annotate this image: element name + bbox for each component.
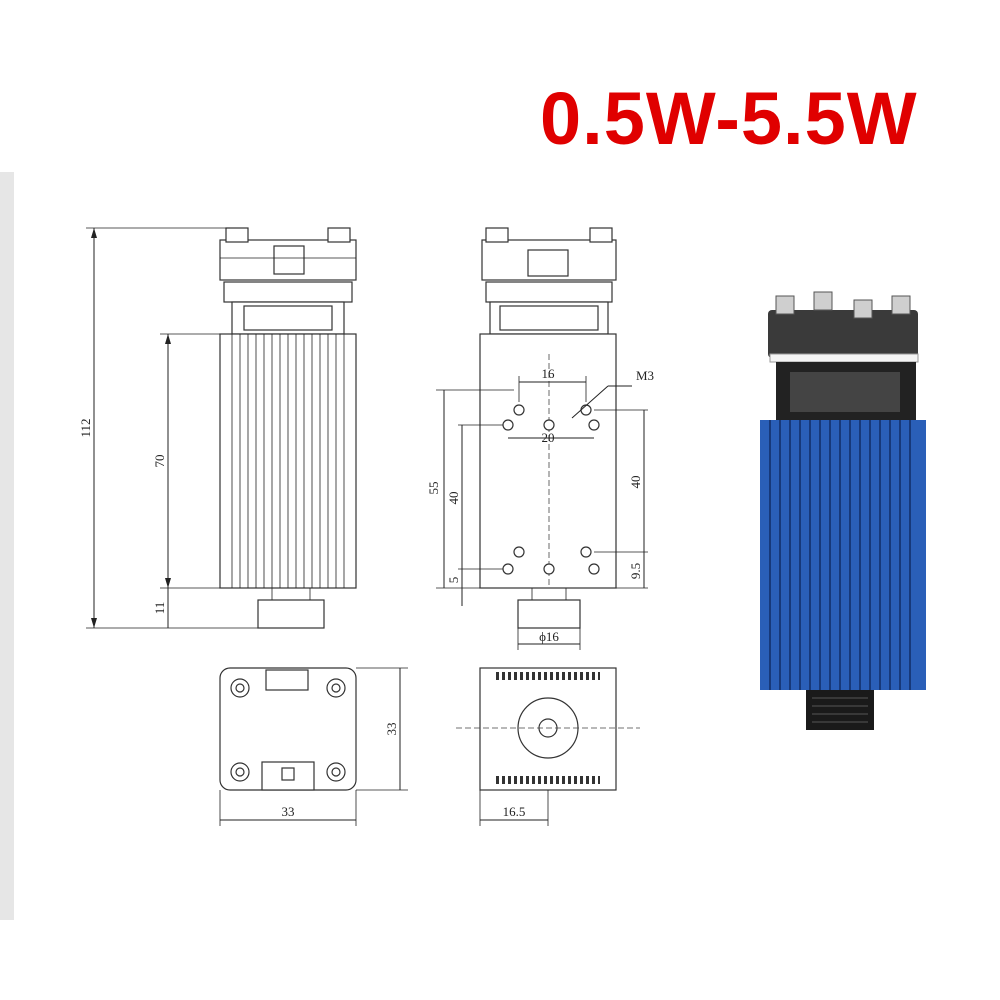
heatsink-fins xyxy=(231,334,345,588)
dim-bottom-depth: 33 xyxy=(384,723,399,736)
dim-total-height: 112 xyxy=(78,418,93,437)
dim-bottom-offset-left: 5 xyxy=(446,577,461,584)
power-range-title: 0.5W-5.5W xyxy=(540,77,918,160)
dim-inner-vertical-right: 40 xyxy=(628,476,643,489)
dim-bottom-width: 33 xyxy=(282,804,295,819)
side-view: 112 70 11 xyxy=(78,227,357,629)
dim-lens-height: 11 xyxy=(152,602,167,615)
laser-module-photo xyxy=(760,291,926,730)
top-view: 33 33 xyxy=(219,667,408,826)
dim-heatsink-height: 70 xyxy=(152,455,167,468)
dim-bottom-half-width: 16.5 xyxy=(503,804,526,819)
front-view: 16 M3 20 55 40 5 40 9.5 ϕ16 xyxy=(426,227,654,650)
dim-hole-spacing-top: 16 xyxy=(542,366,556,381)
photo-heatsink-fins xyxy=(769,420,911,690)
dim-hole-spacing-mid: 20 xyxy=(542,430,555,445)
dim-lens-diameter: ϕ16 xyxy=(539,629,559,644)
dim-outer-vertical: 55 xyxy=(426,482,441,495)
left-edge-bar xyxy=(0,172,14,920)
dim-bottom-offset-right: 9.5 xyxy=(628,563,643,579)
lens-view: 16.5 xyxy=(456,667,640,826)
dim-inner-vertical-left: 40 xyxy=(446,492,461,505)
screw-label: M3 xyxy=(636,368,654,383)
